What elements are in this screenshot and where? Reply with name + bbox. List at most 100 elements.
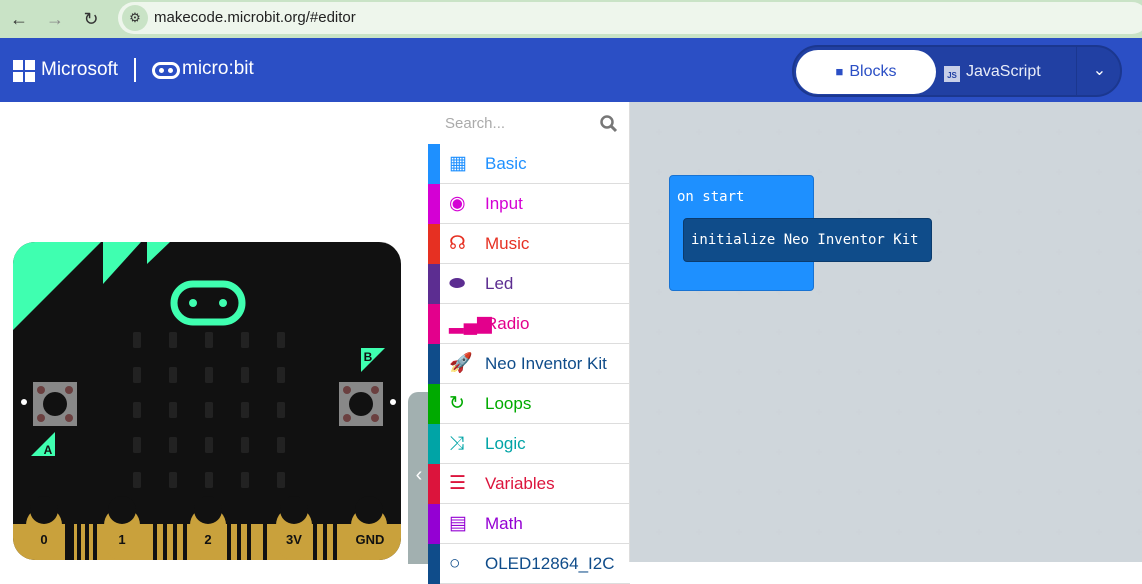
led [277, 402, 285, 418]
microsoft-logo-icon [13, 60, 35, 82]
category-color-bar [428, 544, 440, 584]
led [133, 472, 141, 488]
led [241, 437, 249, 453]
category-label: Math [485, 514, 523, 533]
initialize-neo-inventor-kit-block[interactable]: initialize Neo Inventor Kit [683, 218, 932, 262]
logo-touch-icon[interactable] [170, 280, 246, 326]
led [169, 367, 177, 383]
category-label: Variables [485, 474, 555, 493]
led [277, 332, 285, 348]
led [241, 402, 249, 418]
led [205, 332, 213, 348]
search-input[interactable]: Search... [445, 115, 506, 132]
microbit-brand[interactable]: micro:bit [182, 58, 254, 79]
rocket-icon: 🚀 [449, 353, 473, 374]
led [133, 437, 141, 453]
category-label: Radio [485, 314, 530, 333]
chevron-down-icon[interactable]: ⌄ [1076, 47, 1122, 95]
led [277, 367, 285, 383]
url-text: makecode.microbit.org/#editor [154, 9, 356, 26]
toggle-icon: ⬬ [449, 273, 466, 294]
led [205, 367, 213, 383]
microbit-board[interactable]: 0 1 2 3V GND A B [13, 242, 403, 562]
category-color-bar [428, 184, 440, 224]
headphones-icon: ☊ [449, 233, 466, 254]
category-label: Neo Inventor Kit [485, 354, 607, 373]
reload-button[interactable]: ↻ [83, 9, 99, 29]
category-color-bar [428, 264, 440, 304]
toolbox-category-music[interactable]: ☊ Music [428, 224, 630, 264]
toolbox-category-math[interactable]: ▤Math [428, 504, 630, 544]
led [133, 367, 141, 383]
collapse-simulator-button[interactable]: ‹ [408, 392, 430, 564]
pin-0-label: 0 [40, 532, 47, 547]
refresh-icon: ↻ [449, 393, 465, 414]
chevron-left-icon: ‹ [415, 464, 423, 486]
toolbox-category-radio[interactable]: ▂▄▆Radio [428, 304, 630, 344]
category-color-bar [428, 424, 440, 464]
toolbox-category-neo-inventor-kit[interactable]: 🚀 Neo Inventor Kit [428, 344, 630, 384]
site-settings-icon[interactable]: ⚙ [122, 5, 148, 31]
led [169, 437, 177, 453]
led [205, 402, 213, 418]
tab-javascript[interactable]: JS JavaScript [944, 50, 1084, 94]
led [169, 332, 177, 348]
category-label: Basic [485, 154, 527, 173]
category-label: Led [485, 274, 514, 293]
microbit-logo-icon [152, 62, 180, 79]
tab-blocks[interactable]: ■ Blocks [796, 50, 936, 94]
simulator-panel: 0 1 2 3V GND A B ‹ [0, 102, 430, 564]
led [241, 332, 249, 348]
tab-label: Blocks [849, 63, 897, 80]
led [169, 402, 177, 418]
input-circle-icon: ◉ [449, 193, 466, 214]
button-b[interactable] [339, 382, 383, 426]
list-icon: ☰ [449, 473, 467, 494]
block-label: initialize Neo Inventor Kit [691, 232, 919, 248]
category-color-bar [428, 304, 440, 344]
category-color-bar [428, 344, 440, 384]
button-a[interactable] [33, 382, 77, 426]
toolbox: Search... ▦ Basic ◉Input ☊ Music ⬬ Led ▂▄▆Radio… [428, 102, 630, 584]
app-header: Microsoft micro:bit ■ Blocks JS JavaScript… [0, 38, 1142, 102]
toolbox-category-led[interactable]: ⬬ Led [428, 264, 630, 304]
signal-bars-icon: ▂▄▆ [449, 313, 492, 334]
blocks-workspace[interactable] [630, 102, 1142, 562]
search-icon[interactable] [600, 115, 618, 133]
tab-label: JavaScript [966, 63, 1041, 80]
category-label: Music [485, 234, 530, 253]
shuffle-icon: ⤨ [449, 433, 465, 454]
toolbox-category-oled12864-i2c[interactable]: ○ OLED12864_I2C [428, 544, 630, 584]
toolbox-category-loops[interactable]: ↻Loops [428, 384, 630, 424]
grid-icon: ▦ [449, 153, 467, 174]
category-color-bar [428, 144, 440, 184]
category-color-bar [428, 504, 440, 544]
circle-icon: ○ [449, 553, 461, 574]
block-label: on start [677, 189, 745, 205]
toolbox-category-variables[interactable]: ☰ Variables [428, 464, 630, 504]
led [277, 437, 285, 453]
led [133, 402, 141, 418]
category-color-bar [428, 384, 440, 424]
led [241, 367, 249, 383]
category-color-bar [428, 464, 440, 504]
led [133, 332, 141, 348]
toolbox-search[interactable]: Search... [428, 102, 630, 144]
led [277, 472, 285, 488]
back-button[interactable]: ← [10, 9, 28, 29]
javascript-icon: JS [944, 66, 960, 82]
led [169, 472, 177, 488]
microsoft-brand[interactable]: Microsoft [41, 59, 119, 80]
category-label: OLED12864_I2C [485, 554, 615, 573]
led [205, 472, 213, 488]
forward-button[interactable]: → [46, 9, 64, 29]
puzzle-icon: ■ [835, 64, 844, 79]
toolbox-category-basic[interactable]: ▦ Basic [428, 144, 630, 184]
address-bar[interactable]: ⚙ makecode.microbit.org/#editor [118, 2, 1142, 34]
toolbox-category-input[interactable]: ◉Input [428, 184, 630, 224]
pin-1-label: 1 [118, 532, 125, 547]
pin-gnd-label: GND [356, 532, 385, 547]
browser-toolbar: ← → ↻ ⚙ makecode.microbit.org/#editor [0, 0, 1142, 38]
led [241, 472, 249, 488]
toolbox-category-logic[interactable]: ⤨Logic [428, 424, 630, 464]
